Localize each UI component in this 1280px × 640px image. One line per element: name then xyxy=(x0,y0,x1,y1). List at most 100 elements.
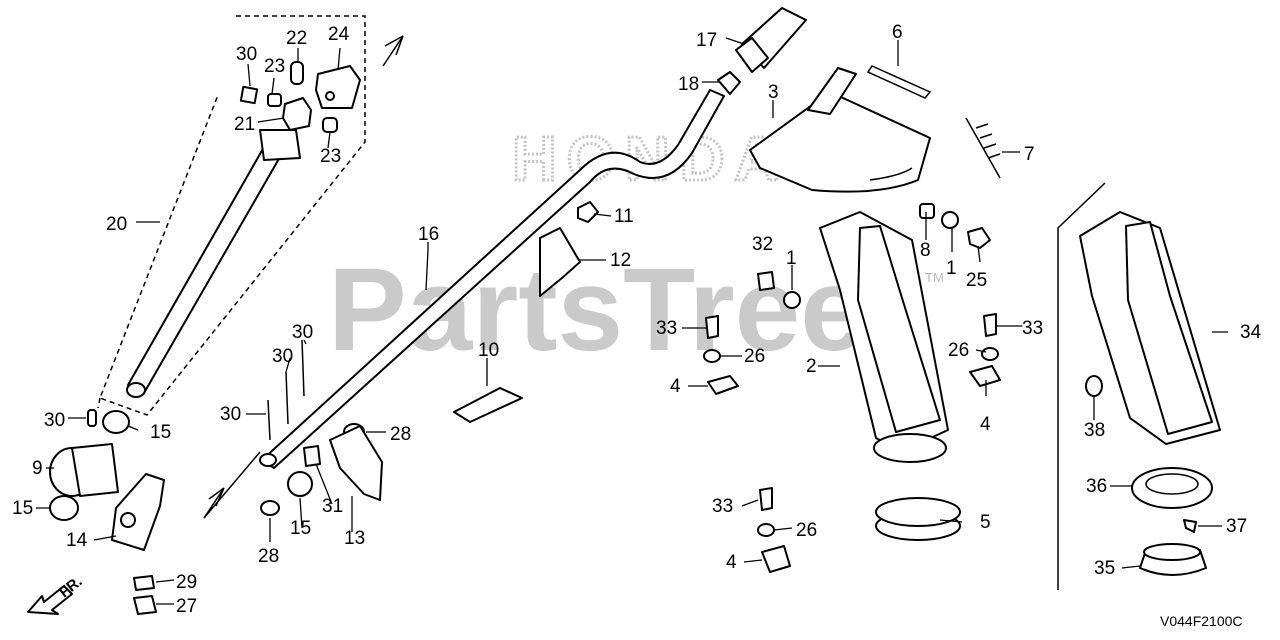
clip-4-left[interactable] xyxy=(707,375,739,395)
collar-15-mid[interactable] xyxy=(287,471,313,497)
bolt-33-right[interactable] xyxy=(983,313,997,337)
chute-34[interactable] xyxy=(1079,211,1221,445)
bracket-24[interactable] xyxy=(315,65,361,109)
chute-tube[interactable] xyxy=(259,89,725,469)
callout-10: 10 xyxy=(478,340,499,361)
bolt-33-left[interactable] xyxy=(705,315,719,339)
cap-35[interactable] xyxy=(1139,543,1207,576)
callout-28-bottom: 28 xyxy=(258,546,279,567)
callout-9: 9 xyxy=(32,458,43,479)
honda-watermark: HONDA xyxy=(511,124,789,196)
callout-15-mid: 15 xyxy=(290,518,311,539)
callout-28-top: 28 xyxy=(390,424,411,445)
nut-18[interactable] xyxy=(717,71,741,95)
callout-17: 17 xyxy=(696,30,717,51)
nut-25[interactable] xyxy=(967,227,991,249)
callout-30-a: 30 xyxy=(220,404,241,425)
leader-lines xyxy=(36,37,1228,605)
callout-15-top: 15 xyxy=(150,422,171,443)
clip-4-right[interactable] xyxy=(969,365,1001,387)
collar-23-top[interactable] xyxy=(267,93,282,107)
callout-6: 6 xyxy=(892,22,903,43)
control-rod[interactable] xyxy=(126,129,301,398)
callout-30-top: 30 xyxy=(236,44,257,65)
callout-31: 31 xyxy=(322,496,343,517)
boot-9[interactable] xyxy=(49,443,119,497)
nut-27[interactable] xyxy=(133,595,157,615)
spring-7[interactable] xyxy=(965,117,1001,179)
joint-21[interactable] xyxy=(282,97,312,131)
callout-36: 36 xyxy=(1086,476,1107,497)
plate-10[interactable] xyxy=(453,387,523,423)
washer-28-bottom[interactable] xyxy=(260,500,280,516)
pin-30-top[interactable] xyxy=(239,85,259,105)
handle-grip-17[interactable] xyxy=(735,7,807,73)
nut-29[interactable] xyxy=(133,575,155,591)
diagram-code: V044F2100C xyxy=(1160,613,1243,629)
callout-24: 24 xyxy=(328,24,350,45)
callout-14: 14 xyxy=(66,530,88,551)
nut-38[interactable] xyxy=(1085,375,1103,397)
callout-13: 13 xyxy=(344,528,365,549)
callout-7: 7 xyxy=(1024,144,1035,165)
callout-26-right: 26 xyxy=(948,340,969,361)
callout-16: 16 xyxy=(418,224,439,245)
callout-11: 11 xyxy=(614,206,634,227)
callout-37: 37 xyxy=(1226,516,1247,537)
callout-12: 12 xyxy=(610,250,631,271)
bolt-32[interactable] xyxy=(757,271,775,291)
clip-4-bottom[interactable] xyxy=(761,545,791,573)
svg-text:HONDA: HONDA xyxy=(512,125,789,194)
pins-30-group[interactable] xyxy=(267,339,305,441)
assembly-boundary-left xyxy=(97,15,404,519)
bracket-13[interactable] xyxy=(329,425,383,501)
assembly-boundary-right xyxy=(1057,182,1106,590)
pin-22[interactable] xyxy=(290,61,304,85)
chute-2[interactable] xyxy=(819,211,949,463)
callout-15-bottom: 15 xyxy=(12,498,33,519)
washer-26-bottom[interactable] xyxy=(757,523,775,537)
washer-1-right[interactable] xyxy=(941,211,959,229)
callout-32: 32 xyxy=(752,234,773,255)
bolt-31[interactable] xyxy=(303,445,321,467)
callout-8: 8 xyxy=(920,240,931,261)
washer-26-left[interactable] xyxy=(703,349,721,363)
chute-ring-5[interactable] xyxy=(875,497,961,541)
bracket-14[interactable] xyxy=(111,473,165,551)
screw-37[interactable] xyxy=(1183,519,1197,533)
callout-33-bottom: 33 xyxy=(712,496,733,517)
callout-22: 22 xyxy=(286,28,307,49)
svg-text:TM: TM xyxy=(925,270,944,285)
collar-15-bottom[interactable] xyxy=(49,495,79,521)
front-direction-marker: FR. xyxy=(27,573,86,615)
callout-34: 34 xyxy=(1240,322,1262,343)
collar-23-bottom[interactable] xyxy=(322,117,338,133)
ring-36[interactable] xyxy=(1131,467,1213,509)
callout-20: 20 xyxy=(106,214,127,235)
callout-38: 38 xyxy=(1084,420,1105,441)
callout-1-right: 1 xyxy=(946,258,957,279)
callout-30-left: 30 xyxy=(44,410,65,431)
chute-deflector-3[interactable] xyxy=(749,67,931,193)
bolt-33-bottom[interactable] xyxy=(759,487,773,511)
callout-labels: 17 18 3 6 7 11 12 16 10 20 32 1 8 1 25 3… xyxy=(12,22,1262,617)
callout-30-c: 30 xyxy=(292,322,313,343)
cable-6[interactable] xyxy=(866,65,932,99)
pin-30-left[interactable] xyxy=(87,409,97,427)
washer-26-right[interactable] xyxy=(981,347,999,361)
callout-4-right: 4 xyxy=(980,414,991,435)
arrow-down-left-icon xyxy=(27,585,73,615)
bracket-12[interactable] xyxy=(539,227,581,297)
collar-15-top[interactable] xyxy=(102,410,130,434)
partstree-watermark: PartsTree TM xyxy=(328,244,944,376)
washer-1[interactable] xyxy=(783,291,801,309)
collar-8[interactable] xyxy=(919,203,935,219)
callout-23-bottom: 23 xyxy=(320,146,341,167)
callout-29: 29 xyxy=(176,572,197,593)
callout-18: 18 xyxy=(678,74,699,95)
callout-3: 3 xyxy=(768,82,779,103)
callout-23-top: 23 xyxy=(264,56,285,77)
nut-11[interactable] xyxy=(577,201,599,223)
callout-5: 5 xyxy=(980,512,991,533)
callout-21: 21 xyxy=(234,114,255,135)
